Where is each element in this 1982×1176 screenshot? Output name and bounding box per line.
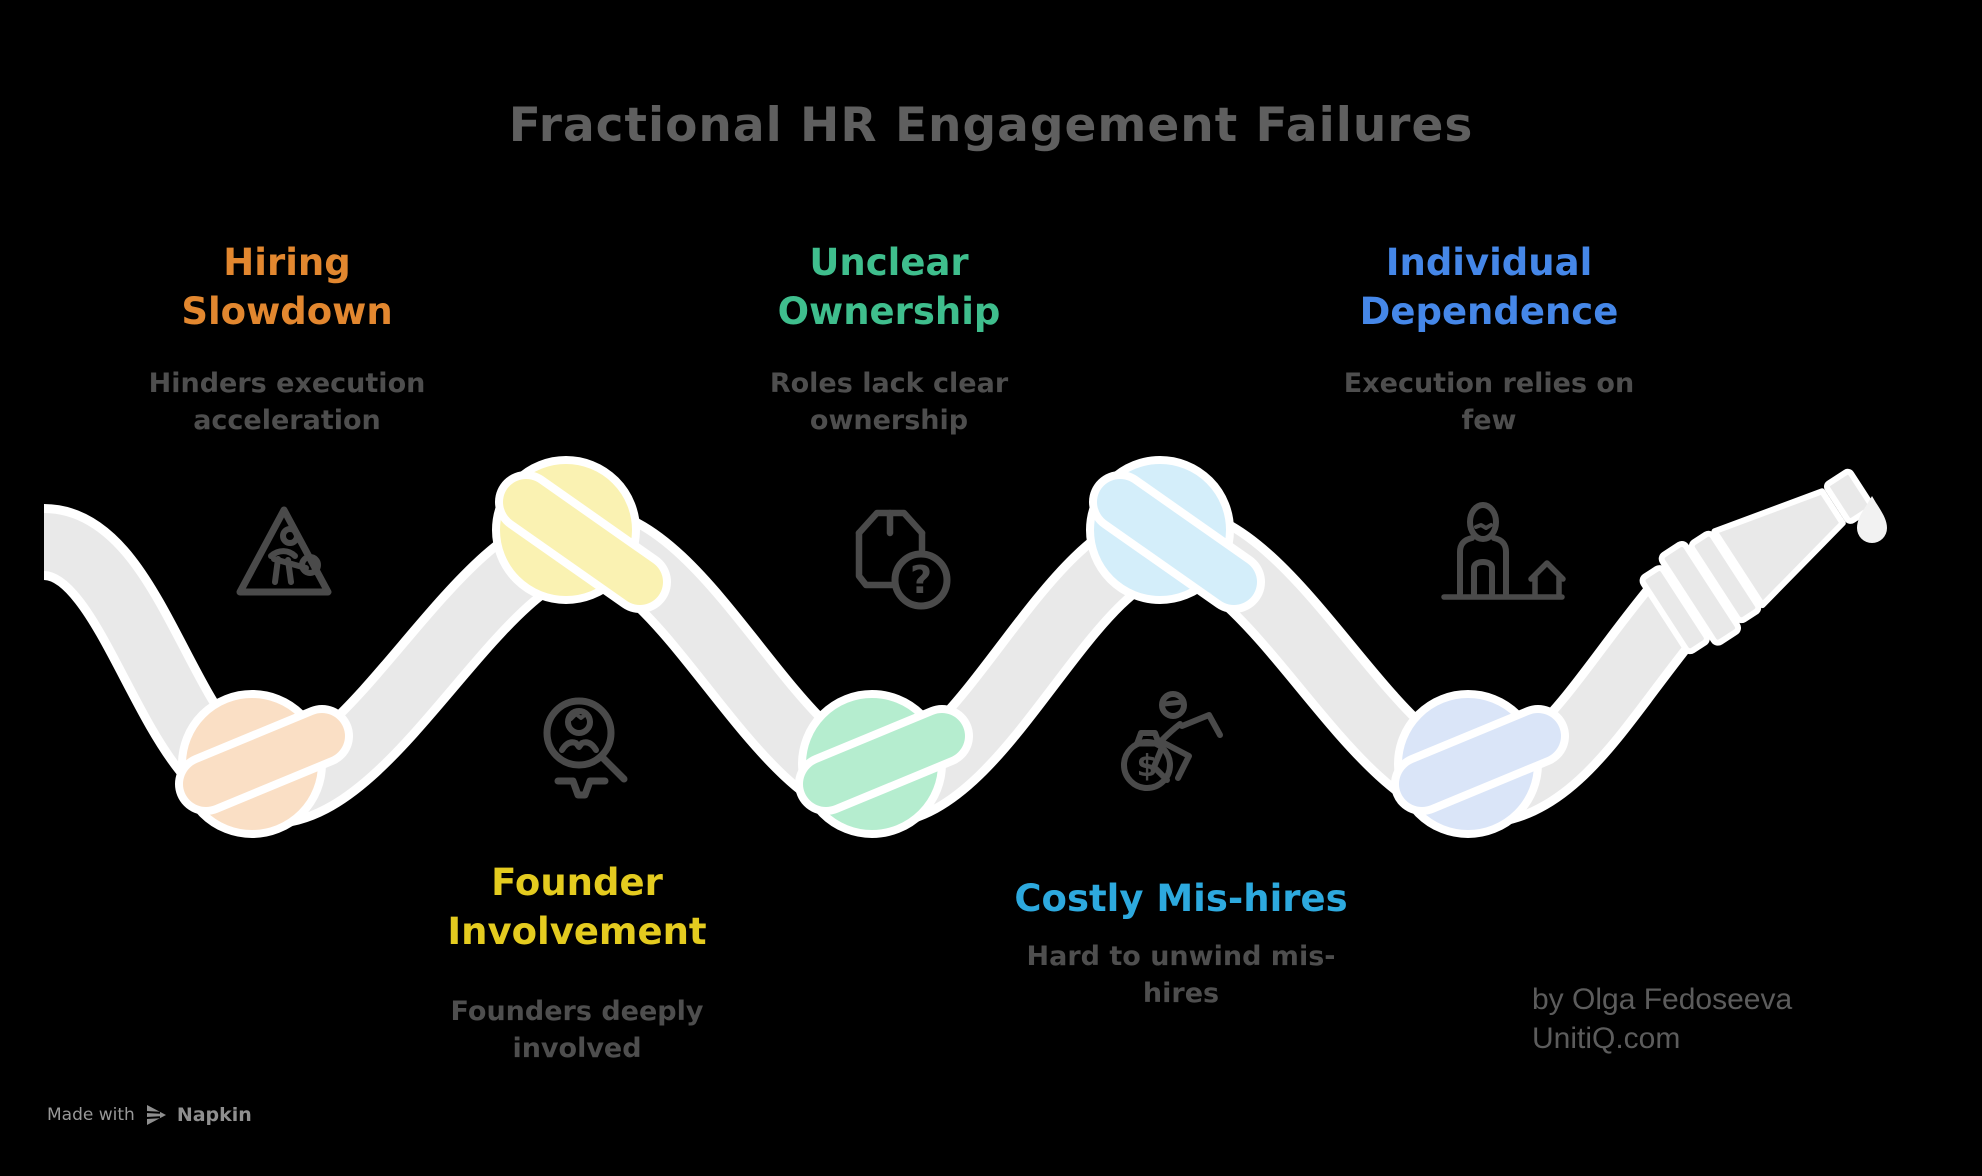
digger-leg — [272, 556, 281, 585]
nozzle-cone — [1711, 488, 1846, 609]
failure-label-hiring-slowdown: Hiring Slowdown — [181, 241, 393, 333]
knot-founder-involvement — [492, 456, 671, 613]
box-body — [855, 529, 896, 589]
hose-nozzle-icon — [1639, 468, 1875, 655]
runner-torso — [1158, 721, 1183, 744]
candidate-hair — [569, 712, 588, 721]
candidate-collar — [554, 777, 609, 799]
candidate-shoulders — [559, 739, 599, 753]
candidate-head — [565, 708, 593, 736]
warning-triangle — [236, 506, 332, 596]
napkin-brand-label: Napkin — [176, 1104, 252, 1126]
failure-label-founder-involvement: Founder Involvement — [447, 861, 707, 953]
failure-desc-costly-mis-hires: Hard to unwind mis- hires — [1026, 941, 1336, 1009]
runner-cap — [1161, 699, 1186, 707]
candidate-search-icon — [543, 697, 628, 799]
napkin-logo-icon — [145, 1105, 166, 1125]
runner-leg — [1151, 742, 1170, 783]
person-left-side — [1457, 535, 1475, 597]
digger-leg — [285, 557, 294, 585]
made-with-napkin: Made with Napkin — [47, 1103, 252, 1127]
person-head — [1467, 502, 1499, 542]
failure-label-unclear-ownership: Unclear Ownership — [777, 241, 1001, 333]
failure-desc-individual-dependence: Execution relies on few — [1343, 368, 1635, 436]
runner-arm — [1179, 712, 1223, 738]
page-title: Fractional HR Engagement Failures — [508, 98, 1474, 153]
made-with-label: Made with — [47, 1105, 135, 1125]
person-right-side — [1491, 535, 1509, 597]
knot-loop — [1399, 713, 1561, 807]
digger-rock — [299, 554, 321, 576]
nozzle-collar — [1688, 530, 1762, 624]
money-bag-neck — [1134, 730, 1162, 747]
house-roof — [1528, 560, 1566, 582]
water-drop-icon — [1857, 496, 1887, 543]
failure-label-costly-mis-hires: Costly Mis-hires — [1014, 877, 1348, 920]
knot-loop — [183, 713, 345, 807]
question-circle — [891, 550, 951, 610]
knot-individual-dependence — [1391, 690, 1569, 838]
digger-back — [268, 548, 298, 559]
person-face — [1474, 523, 1493, 530]
attribution: by Olga Fedoseeva UnitiQ.com — [1532, 980, 1792, 1058]
attribution-author: by Olga Fedoseeva — [1532, 983, 1793, 1016]
road-work-icon — [236, 506, 332, 596]
package-question-icon: ? — [855, 509, 951, 610]
nozzle-collar — [1658, 540, 1742, 646]
person-house-icon — [1441, 502, 1566, 600]
magnifier-lens — [543, 697, 615, 769]
person-legs — [1471, 559, 1495, 597]
dollar-glyph: $ — [1137, 749, 1158, 784]
magnifier-handle — [598, 753, 628, 783]
money-escape-icon: $ — [1121, 691, 1223, 791]
attribution-site: UnitiQ.com — [1532, 1022, 1681, 1055]
knot-costly-mis-hires — [1086, 456, 1265, 613]
failure-desc-unclear-ownership: Roles lack clear ownership — [769, 368, 1009, 436]
knot-loop — [1097, 479, 1257, 605]
knot-loop — [803, 713, 965, 807]
failure-desc-hiring-slowdown: Hinders execution acceleration — [148, 368, 426, 436]
question-glyph: ? — [910, 558, 932, 602]
nozzle-collar — [1639, 565, 1710, 655]
runner-leg — [1161, 740, 1192, 781]
knot-hiring-slowdown — [175, 690, 353, 838]
failure-label-individual-dependence: Individual Dependence — [1359, 241, 1619, 333]
knot-unclear-ownership — [795, 690, 973, 838]
digger-head — [280, 526, 300, 546]
knot-loop — [503, 479, 663, 605]
failure-desc-founder-involvement: Founders deeply involved — [450, 996, 704, 1064]
